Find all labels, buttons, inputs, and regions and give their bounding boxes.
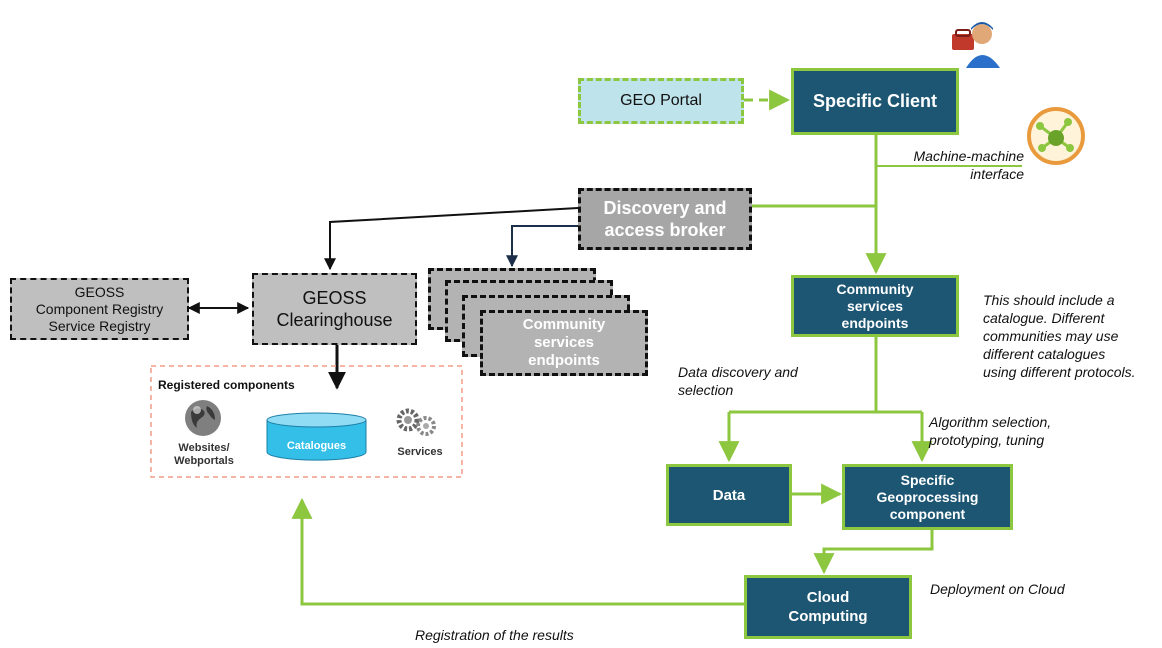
community-endpoints-label: Community services endpoints bbox=[836, 280, 914, 331]
catalogues-label: Catalogues bbox=[286, 440, 347, 452]
geo-portal-label: GEO Portal bbox=[620, 92, 702, 109]
data-label: Data bbox=[712, 486, 746, 504]
community-endpoints-box: Community services endpoints bbox=[791, 275, 959, 337]
community-stack-label: Community services endpoints bbox=[522, 316, 606, 369]
cloud-computing-label: Cloud Computing bbox=[788, 589, 868, 625]
geoss-clearinghouse-box: GEOSS Clearinghouse bbox=[252, 273, 417, 345]
geoss-registry-box: GEOSS Component Registry Service Registr… bbox=[10, 278, 189, 340]
broker-to-clearinghouse-arrow bbox=[324, 207, 579, 271]
machine-interface-label: Machine-machine interface bbox=[913, 148, 1025, 182]
websites-label: Websites/ Webportals bbox=[174, 442, 234, 467]
cloud-to-registered-arrow bbox=[291, 497, 744, 606]
geoss-registry-label: GEOSS Component Registry Service Registr… bbox=[35, 283, 164, 334]
user-with-toolbox-icon bbox=[952, 22, 1000, 68]
data-discovery-label: Data discovery and selection bbox=[678, 364, 798, 398]
database-icon bbox=[266, 412, 367, 461]
cloud-computing-box: Cloud Computing bbox=[744, 575, 912, 639]
registered-components-title: Registered components bbox=[158, 378, 295, 392]
geoprocessing-box: Specific Geoprocessing component bbox=[842, 464, 1013, 530]
community-stack-front: Community services endpoints bbox=[480, 310, 648, 376]
geo-portal-box: GEO Portal bbox=[578, 78, 744, 124]
geoprocessing-label: Specific Geoprocessing component bbox=[876, 471, 979, 522]
globe-icon bbox=[185, 400, 221, 436]
algorithm-selection-label: Algorithm selection, prototyping, tuning bbox=[929, 414, 1052, 448]
registered-components-frame bbox=[150, 365, 463, 478]
discovery-broker-box: Discovery and access broker bbox=[578, 188, 752, 250]
discovery-broker-label: Discovery and access broker bbox=[603, 198, 727, 240]
catalogue-note-label: This should include a catalogue. Differe… bbox=[983, 292, 1136, 380]
broker-to-stack-arrow bbox=[506, 225, 578, 268]
specific-client-box: Specific Client bbox=[791, 68, 959, 135]
gears-icon bbox=[396, 408, 436, 436]
services-label: Services bbox=[397, 446, 443, 458]
geoss-clearinghouse-label: GEOSS Clearinghouse bbox=[276, 288, 393, 330]
deployment-label: Deployment on Cloud bbox=[930, 581, 1065, 597]
geoprocessing-to-cloud-arrow bbox=[813, 530, 934, 575]
specific-client-label: Specific Client bbox=[812, 91, 938, 111]
registration-label: Registration of the results bbox=[415, 627, 574, 643]
data-box: Data bbox=[666, 464, 792, 526]
network-hub-icon bbox=[1027, 107, 1085, 165]
